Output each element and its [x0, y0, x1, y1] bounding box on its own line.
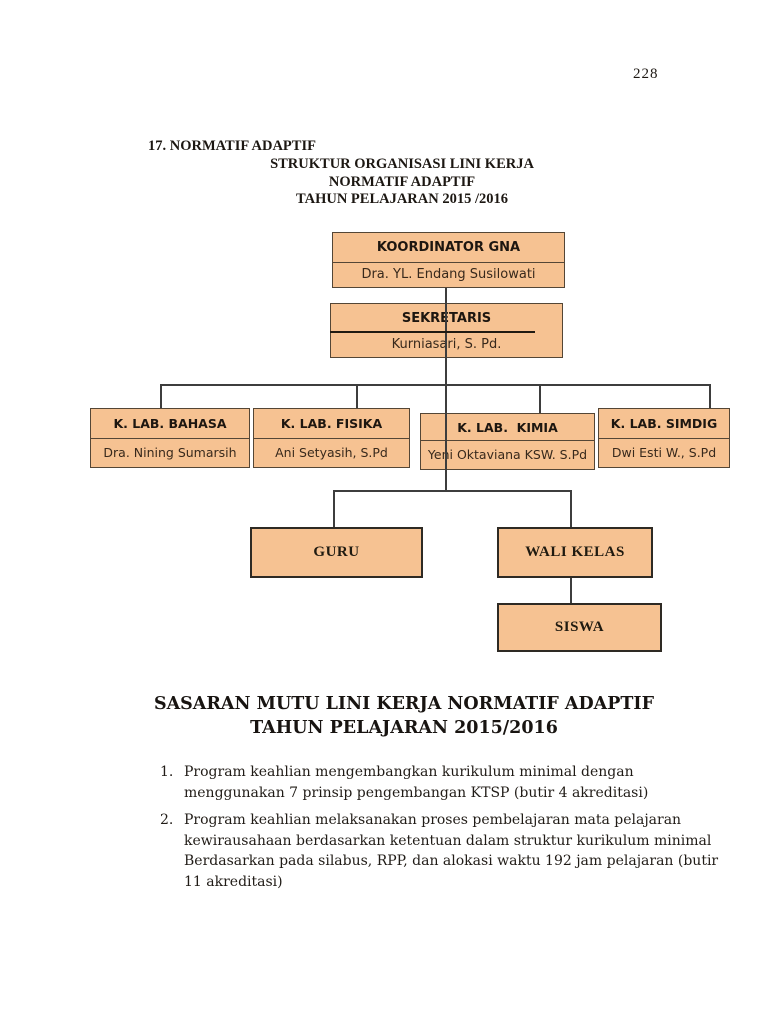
org-chart-title: STRUKTUR ORGANISASI LINI KERJA NORMATIF …: [152, 156, 652, 209]
sasaran-title: SASARAN MUTU LINI KERJA NORMATIF ADAPTIF…: [150, 692, 658, 740]
org-node-siswa: SISWA: [497, 603, 662, 652]
org-title-line-3: TAHUN PELAJARAN 2015 /2016: [296, 191, 508, 207]
sasaran-title-line-1: SASARAN MUTU LINI KERJA NORMATIF ADAPTIF: [153, 694, 655, 714]
section-heading: 17. NORMATIF ADAPTIF: [148, 138, 316, 154]
org-node-lab-kimia: K. LAB. KIMIA Yeni Oktaviana KSW. S.Pd: [420, 413, 595, 470]
list-item-1-number: 1.: [160, 764, 174, 780]
org-node-lab-fisika: K. LAB. FISIKA Ani Setyasih, S.Pd: [253, 408, 410, 468]
list-item-1-text: Program keahlian mengembangkan kurikulum…: [184, 764, 649, 801]
connector-koordinator-trunk: [445, 288, 447, 385]
org-node-koordinator: KOORDINATOR GNA Dra. YL. Endang Susilowa…: [332, 232, 565, 288]
org-node-guru: GURU: [250, 527, 423, 578]
sasaran-title-line-2: TAHUN PELAJARAN 2015/2016: [250, 718, 558, 738]
page-number: 228: [633, 66, 659, 82]
connector-wali-siswa: [570, 578, 572, 603]
connector-drop-kimia: [539, 384, 541, 413]
org-node-koordinator-title: KOORDINATOR GNA: [376, 240, 521, 255]
org-node-lab-fisika-title: K. LAB. FISIKA: [280, 416, 383, 431]
connector-lower-horizontal: [333, 490, 572, 492]
org-node-koordinator-name: Dra. YL. Endang Susilowati: [333, 262, 564, 286]
connector-drop-wali-kelas: [570, 490, 572, 527]
org-title-line-1: STRUKTUR ORGANISASI LINI KERJA: [270, 156, 534, 172]
org-node-lab-kimia-title: K. LAB. KIMIA: [457, 419, 558, 435]
org-node-lab-simdig: K. LAB. SIMDIG Dwi Esti W., S.Pd: [598, 408, 730, 468]
org-node-lab-kimia-name: Yeni Oktaviana KSW. S.Pd: [421, 440, 594, 468]
sekretaris-divider-line: [330, 331, 535, 333]
org-node-lab-simdig-name: Dwi Esti W., S.Pd: [599, 438, 729, 466]
list-item-2: 2. Program keahlian melaksanakan proses …: [160, 810, 719, 892]
list-item-2-number: 2.: [160, 812, 174, 828]
list-item-1: 1. Program keahlian mengembangkan kuriku…: [160, 762, 660, 803]
connector-center-trunk: [445, 384, 447, 490]
connector-drop-guru: [333, 490, 335, 527]
connector-drop-bahasa: [160, 384, 162, 408]
connector-drop-fisika: [356, 384, 358, 408]
list-item-2-text: Program keahlian melaksanakan proses pem…: [184, 812, 719, 890]
connector-branch-horizontal: [160, 384, 711, 386]
org-node-lab-bahasa-title: K. LAB. BAHASA: [113, 416, 227, 431]
org-title-line-2: NORMATIF ADAPTIF: [328, 173, 476, 190]
org-node-lab-simdig-title: K. LAB. SIMDIG: [610, 416, 718, 431]
org-node-lab-fisika-name: Ani Setyasih, S.Pd: [254, 438, 409, 466]
connector-drop-simdig: [709, 384, 711, 408]
org-node-lab-bahasa: K. LAB. BAHASA Dra. Nining Sumarsih: [90, 408, 250, 468]
org-node-lab-bahasa-name: Dra. Nining Sumarsih: [91, 438, 249, 466]
org-node-wali-kelas: WALI KELAS: [497, 527, 653, 578]
